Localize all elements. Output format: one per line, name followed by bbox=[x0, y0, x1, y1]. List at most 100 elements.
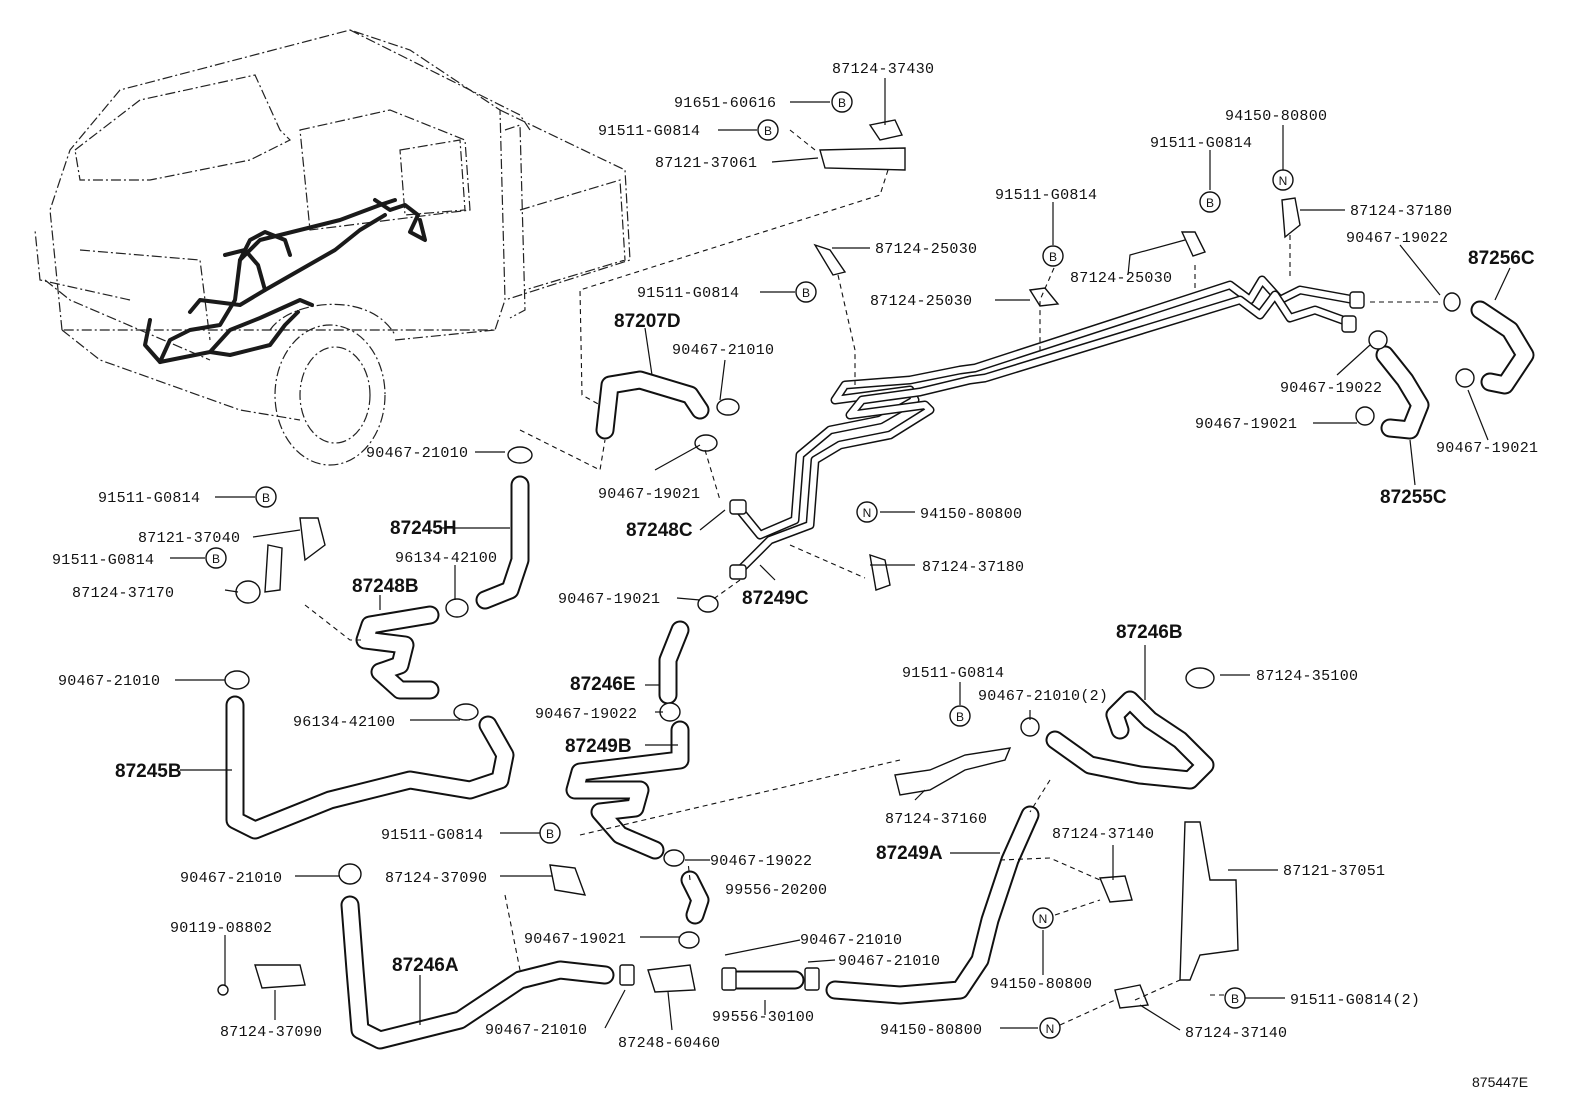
label-96134-42100: 96134-42100 bbox=[293, 714, 395, 731]
bolt-symbol-3: B bbox=[795, 281, 817, 303]
label-99556-20200: 99556-20200 bbox=[725, 882, 827, 899]
svg-text:B: B bbox=[1231, 992, 1239, 1006]
label-91651-60616: 91651-60616 bbox=[674, 95, 776, 112]
label-87124-37170: 87124-37170 bbox=[72, 585, 174, 602]
label-90467-21010: 90467-21010 bbox=[838, 953, 940, 970]
label-90467-19021: 90467-19021 bbox=[598, 486, 700, 503]
bolt-symbol-8: B bbox=[949, 705, 971, 727]
label-87207d: 87207D bbox=[614, 311, 681, 332]
label-87245b: 87245B bbox=[115, 761, 182, 782]
label-87121-37061: 87121-37061 bbox=[655, 155, 757, 172]
label-91511-g0814: 91511-G0814 bbox=[52, 552, 154, 569]
main-heater-pipe bbox=[729, 275, 1365, 580]
label-90467-19021: 90467-19021 bbox=[1436, 440, 1538, 457]
nut-symbol-1: N bbox=[1272, 169, 1294, 191]
svg-text:B: B bbox=[1049, 250, 1057, 264]
label-91511-g0814: 91511-G0814 bbox=[598, 123, 700, 140]
label-87124-37140: 87124-37140 bbox=[1052, 826, 1154, 843]
nut-symbol-2: N bbox=[856, 501, 878, 523]
label-87246a: 87246A bbox=[392, 955, 459, 976]
bolt-symbol-2: B bbox=[757, 119, 779, 141]
label-90467-21010: 90467-21010 bbox=[180, 870, 282, 887]
label-87256c: 87256C bbox=[1468, 248, 1535, 269]
vehicle-heater-lines bbox=[143, 198, 427, 364]
fastener-symbols: B B B B B N B B N B B N B N bbox=[205, 91, 1294, 1039]
svg-text:B: B bbox=[1206, 196, 1214, 210]
label-90467-21010: 90467-21010 bbox=[672, 342, 774, 359]
label-87245h: 87245H bbox=[390, 518, 457, 539]
label-87124-37090: 87124-37090 bbox=[385, 870, 487, 887]
nut-symbol-4: N bbox=[1039, 1017, 1061, 1039]
label-87124-37090: 87124-37090 bbox=[220, 1024, 322, 1041]
label-94150-80800: 94150-80800 bbox=[920, 506, 1022, 523]
svg-text:B: B bbox=[546, 827, 554, 841]
small-parts bbox=[217, 119, 1475, 1009]
leader-lines bbox=[170, 78, 1511, 1031]
svg-text:B: B bbox=[764, 124, 772, 138]
label-90467-19022: 90467-19022 bbox=[710, 853, 812, 870]
label-90467-21010: 90467-21010 bbox=[366, 445, 468, 462]
label-90467-19022: 90467-19022 bbox=[535, 706, 637, 723]
svg-text:N: N bbox=[863, 506, 872, 520]
bolt-symbol-4: B bbox=[1042, 245, 1064, 267]
label-90467-21010: 90467-21010 bbox=[800, 932, 902, 949]
label-87124-37180: 87124-37180 bbox=[922, 559, 1024, 576]
label-90467-21010-2: 90467-21010(2) bbox=[978, 688, 1108, 705]
label-90119-08802: 90119-08802 bbox=[170, 920, 272, 937]
label-87124-35100: 87124-35100 bbox=[1256, 668, 1358, 685]
bolt-symbol-5: B bbox=[1199, 191, 1221, 213]
label-99556-30100: 99556-30100 bbox=[712, 1009, 814, 1026]
label-90467-19021: 90467-19021 bbox=[1195, 416, 1297, 433]
svg-text:B: B bbox=[956, 710, 964, 724]
svg-text:B: B bbox=[212, 552, 220, 566]
label-87124-25030: 87124-25030 bbox=[1070, 270, 1172, 287]
label-91511-g0814: 91511-G0814 bbox=[98, 490, 200, 507]
diagram-code: 875447E bbox=[1472, 1074, 1528, 1090]
label-90467-21010: 90467-21010 bbox=[58, 673, 160, 690]
label-91511-g0814: 91511-G0814 bbox=[637, 285, 739, 302]
label-94150-80800: 94150-80800 bbox=[990, 976, 1092, 993]
bolt-symbol-10: B bbox=[1224, 987, 1246, 1009]
label-87121-37051: 87121-37051 bbox=[1283, 863, 1385, 880]
label-87246e: 87246E bbox=[570, 674, 636, 695]
part-labels: 87124-37430 91651-60616 91511-G0814 8712… bbox=[52, 61, 1538, 1090]
label-91511-g0814: 91511-G0814 bbox=[902, 665, 1004, 682]
label-94150-80800: 94150-80800 bbox=[880, 1022, 982, 1039]
svg-text:B: B bbox=[802, 286, 810, 300]
label-87121-37040: 87121-37040 bbox=[138, 530, 240, 547]
label-87246b: 87246B bbox=[1116, 622, 1183, 643]
label-87124-25030: 87124-25030 bbox=[870, 293, 972, 310]
label-87124-37180: 87124-37180 bbox=[1350, 203, 1452, 220]
bolt-symbol-7: B bbox=[205, 547, 227, 569]
svg-text:N: N bbox=[1046, 1022, 1055, 1036]
svg-text:N: N bbox=[1279, 174, 1288, 188]
label-87248-60460: 87248-60460 bbox=[618, 1035, 720, 1052]
vehicle-outline bbox=[34, 29, 631, 466]
bolt-symbol-6: B bbox=[255, 486, 277, 508]
nut-symbol-3: N bbox=[1032, 907, 1054, 929]
label-87249c: 87249C bbox=[742, 588, 809, 609]
label-87249b: 87249B bbox=[565, 736, 632, 757]
label-90467-19021: 90467-19021 bbox=[524, 931, 626, 948]
svg-text:B: B bbox=[262, 491, 270, 505]
hoses bbox=[225, 300, 1535, 1050]
label-90467-19022: 90467-19022 bbox=[1280, 380, 1382, 397]
label-87124-37160: 87124-37160 bbox=[885, 811, 987, 828]
label-87248c: 87248C bbox=[626, 520, 693, 541]
label-90467-21010: 90467-21010 bbox=[485, 1022, 587, 1039]
svg-text:N: N bbox=[1039, 912, 1048, 926]
label-91511-g0814: 91511-G0814 bbox=[995, 187, 1097, 204]
label-87248b: 87248B bbox=[352, 576, 419, 597]
label-91511-g0814: 91511-G0814 bbox=[1150, 135, 1252, 152]
label-87249a: 87249A bbox=[876, 843, 943, 864]
dashed-connectors bbox=[304, 129, 1440, 1026]
label-94150-80800: 94150-80800 bbox=[1225, 108, 1327, 125]
label-96134-42100: 96134-42100 bbox=[395, 550, 497, 567]
svg-text:B: B bbox=[838, 96, 846, 110]
label-87255c: 87255C bbox=[1380, 487, 1447, 508]
label-90467-19021: 90467-19021 bbox=[558, 591, 660, 608]
label-90467-19022: 90467-19022 bbox=[1346, 230, 1448, 247]
label-87124-37430: 87124-37430 bbox=[832, 61, 934, 78]
label-87124-25030: 87124-25030 bbox=[875, 241, 977, 258]
